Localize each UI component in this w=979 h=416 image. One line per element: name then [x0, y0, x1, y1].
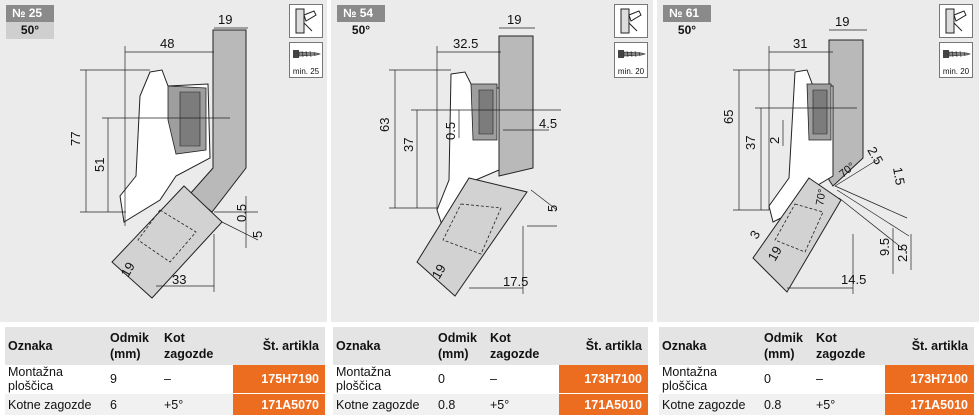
dim-height-inner: 37: [743, 136, 758, 150]
hinge-panel-25: № 25 50° min. 25 48 19 77 51 0.5 5: [0, 0, 327, 416]
dim-d2: 1.5: [890, 166, 908, 186]
dim-height-inner: 37: [401, 138, 416, 152]
col-article: Št. artikla: [559, 327, 648, 365]
dim-angle-b: 70°: [814, 188, 829, 206]
cell-name: Montažna ploščica: [659, 365, 761, 394]
col-offset: Odmik (mm): [761, 327, 813, 365]
dim-width: 31: [793, 36, 807, 51]
dim-plate: 19: [765, 243, 785, 263]
screw-min-length: min. 20: [617, 67, 645, 76]
dim-side: 5: [545, 205, 560, 212]
dim-d4: 2.5: [895, 244, 910, 262]
dim-height-inner: 51: [92, 158, 107, 172]
col-angle: Kot zagozde: [487, 327, 559, 365]
cell-name: Montažna ploščica: [5, 365, 107, 394]
dim-top: 19: [507, 12, 521, 27]
cell-angle: +5°: [161, 393, 233, 416]
article-number-link[interactable]: 173H7100: [559, 365, 648, 394]
cell-name: Kotne zagozde: [333, 393, 435, 416]
table-row: Montažna ploščica 0 – 173H7100: [333, 365, 648, 394]
dim-top: 19: [218, 12, 232, 27]
opening-angle: 50°: [6, 22, 54, 39]
hinge-mount-icon: [614, 4, 648, 38]
opening-angle: 50°: [351, 23, 371, 37]
screw-icon: min. 20: [614, 42, 648, 78]
article-number-link[interactable]: 171A5010: [885, 393, 974, 416]
dim-width: 48: [160, 36, 174, 51]
dim-plate: 19: [429, 261, 449, 281]
col-angle: Kot zagozde: [161, 327, 233, 365]
cell-name: Montažna ploščica: [333, 365, 435, 394]
article-table: Oznaka Odmik (mm) Kot zagozde Št. artikl…: [333, 327, 648, 416]
dim-gap: 0.5: [443, 122, 458, 140]
hinge-mount-icon: [289, 4, 323, 38]
article-number-link[interactable]: 175H7190: [233, 365, 325, 394]
dim-gap: 0.5: [234, 204, 249, 222]
dim-d1: 2.5: [864, 144, 886, 167]
table-row: Montažna ploščica 9 – 175H7190: [5, 365, 325, 394]
dim-side: 3: [747, 228, 764, 242]
table-row: Kotne zagozde 0.8 +5° 171A5010: [333, 393, 648, 416]
col-name: Oznaka: [659, 327, 761, 365]
article-table: Oznaka Odmik (mm) Kot zagozde Št. artikl…: [659, 327, 974, 416]
cell-offset: 0: [435, 365, 487, 394]
table-row: Montažna ploščica 0 – 173H7100: [659, 365, 974, 394]
dim-bottom: 14.5: [841, 272, 866, 287]
dim-bottom: 17.5: [503, 274, 528, 289]
col-name: Oznaka: [333, 327, 435, 365]
dim-right: 4.5: [539, 116, 557, 131]
opening-angle: 50°: [677, 23, 697, 37]
panel-number-badge: № 25: [6, 5, 54, 22]
cell-offset: 0: [761, 365, 813, 394]
cell-angle: +5°: [487, 393, 559, 416]
hinge-drawing: 48 19 77 51 0.5 5 19 33: [68, 12, 265, 299]
panel-number-badge: № 54: [337, 5, 385, 22]
screw-icon: min. 25: [289, 42, 323, 78]
dim-height-outer: 63: [377, 118, 392, 132]
article-number-link[interactable]: 171A5010: [559, 393, 648, 416]
dim-width: 32.5: [453, 36, 478, 51]
dim-plate: 19: [118, 259, 138, 279]
dim-top: 19: [835, 14, 849, 29]
table-row: Kotne zagozde 6 +5° 171A5070: [5, 393, 325, 416]
dim-d3: 9.5: [877, 238, 892, 256]
cell-offset: 9: [107, 365, 161, 394]
cell-offset: 0.8: [435, 393, 487, 416]
col-name: Oznaka: [5, 327, 107, 365]
dim-bottom: 33: [172, 272, 186, 287]
cell-name: Kotne zagozde: [5, 393, 107, 416]
col-offset: Odmik (mm): [435, 327, 487, 365]
cell-offset: 6: [107, 393, 161, 416]
screw-min-length: min. 20: [942, 67, 970, 76]
cell-angle: –: [161, 365, 233, 394]
article-number-link[interactable]: 173H7100: [885, 365, 974, 394]
col-angle: Kot zagozde: [813, 327, 885, 365]
cell-angle: –: [487, 365, 559, 394]
dim-side: 5: [250, 231, 265, 238]
article-number-link[interactable]: 171A5070: [233, 393, 325, 416]
panel-number-badge: № 61: [663, 5, 711, 22]
cell-angle: +5°: [813, 393, 885, 416]
cell-angle: –: [813, 365, 885, 394]
dim-gap: 2: [767, 137, 782, 144]
col-offset: Odmik (mm): [107, 327, 161, 365]
hinge-mount-icon: [939, 4, 973, 38]
dim-height-outer: 65: [721, 110, 736, 124]
col-article: Št. artikla: [885, 327, 974, 365]
screw-min-length: min. 25: [292, 67, 320, 76]
article-table: Oznaka Odmik (mm) Kot zagozde Št. artikl…: [5, 327, 325, 416]
cell-offset: 0.8: [761, 393, 813, 416]
col-article: Št. artikla: [233, 327, 325, 365]
hinge-panel-61: № 61 50° min. 20 31 19 65 37 2 70° 70°: [657, 0, 979, 416]
table-row: Kotne zagozde 0.8 +5° 171A5010: [659, 393, 974, 416]
dim-height-outer: 77: [68, 132, 83, 146]
cell-name: Kotne zagozde: [659, 393, 761, 416]
screw-icon: min. 20: [939, 42, 973, 78]
hinge-drawing: 31 19 65 37 2 70° 70° 2.5 1.5 9.5 2.5 3 …: [721, 14, 912, 294]
hinge-drawing: 32.5 19 63 37 0.5 4.5 5 19 17.5: [377, 12, 561, 297]
hinge-panel-54: № 54 50° min. 20 32.5 19 63 37 0.5 4.5 5: [331, 0, 653, 416]
